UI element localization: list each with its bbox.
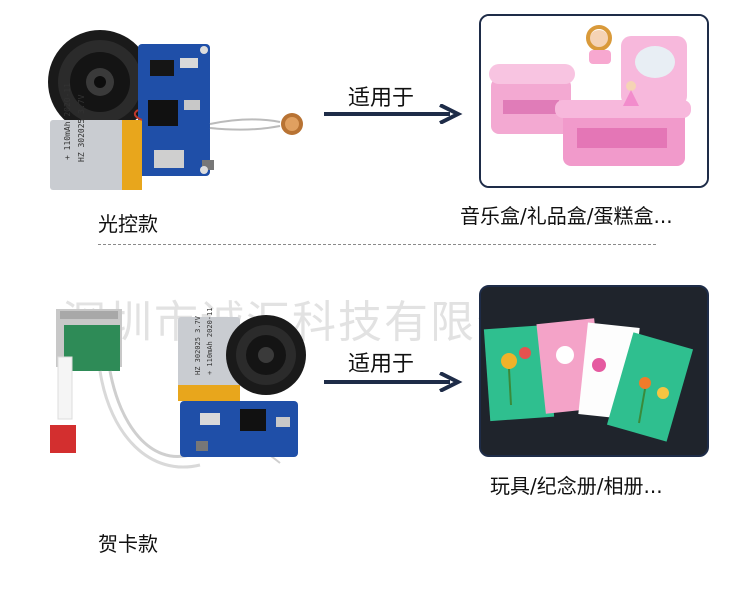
light-control-module-photo: + 110mAh 2020-11 HZ 302025 3.7V [30, 20, 320, 200]
battery-label-4: + 110mAh 2020-11 [206, 308, 214, 375]
battery-label-2: HZ 302025 3.7V [77, 94, 86, 162]
bottom-arrow [324, 372, 464, 392]
bottom-applies-to-label: 适用于 [348, 352, 415, 377]
music-box-photo [479, 14, 709, 188]
top-applies-to-label: 适用于 [348, 86, 415, 111]
bottom-applications-caption: 玩具/纪念册/相册... [490, 474, 663, 498]
light-control-label: 光控款 [98, 212, 158, 236]
top-arrow [324, 104, 464, 124]
greeting-card-module-photo: HZ 302025 3.7V + 110mAh 2020-11 [40, 305, 310, 485]
battery-label-1: + 110mAh 2020-11 [63, 83, 72, 160]
battery-label-3: HZ 302025 3.7V [194, 315, 202, 375]
greeting-card-label: 贺卡款 [98, 532, 158, 556]
section-divider [98, 244, 656, 245]
greeting-cards-photo [479, 285, 709, 457]
top-applications-caption: 音乐盒/礼品盒/蛋糕盒... [460, 204, 673, 228]
